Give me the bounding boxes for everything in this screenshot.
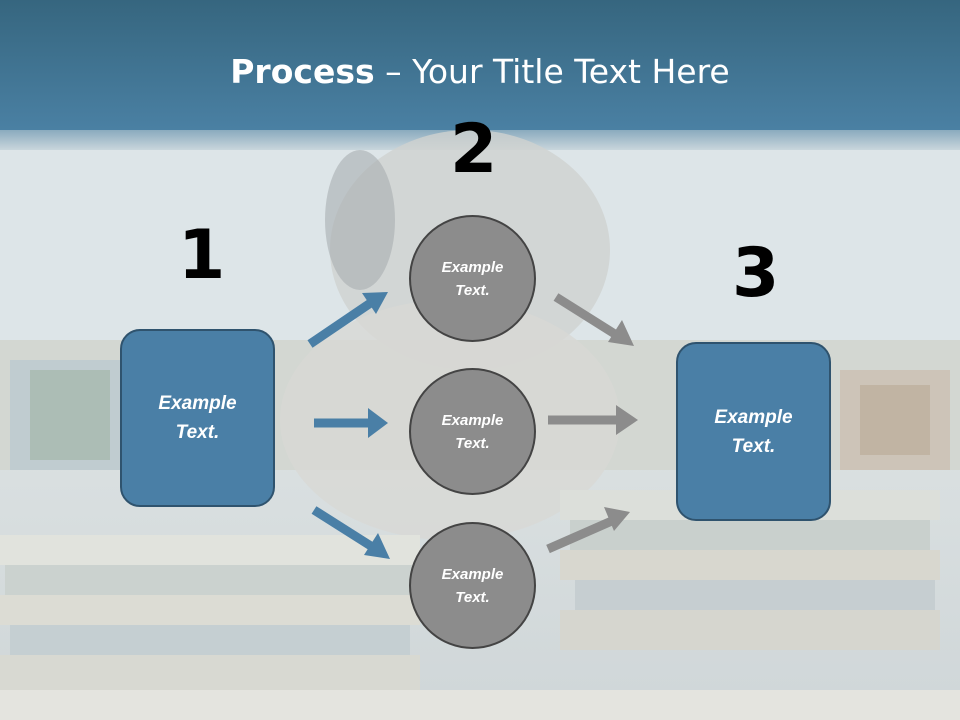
step-2-circle-top: Example Text.: [409, 215, 536, 342]
circle-label: Example Text.: [441, 565, 504, 606]
step-2-circle-middle: Example Text.: [409, 368, 536, 495]
slide-title: Process – Your Title Text Here: [0, 52, 960, 91]
step-2-circle-bottom: Example Text.: [409, 522, 536, 649]
title-bold: Process: [230, 52, 375, 91]
step-1-label: Example Text.: [158, 393, 237, 443]
title-band: [0, 0, 960, 130]
step-3-box: Example Text.: [676, 342, 831, 521]
circle-label: Example Text.: [441, 258, 504, 299]
circle-label: Example Text.: [441, 411, 504, 452]
step-3-number: 3: [732, 234, 780, 313]
step-3-label: Example Text.: [714, 406, 793, 457]
step-1-number: 1: [178, 216, 226, 295]
step-1-box: Example Text.: [120, 329, 275, 507]
title-rest: – Your Title Text Here: [374, 52, 730, 91]
step-2-number: 2: [450, 110, 498, 189]
